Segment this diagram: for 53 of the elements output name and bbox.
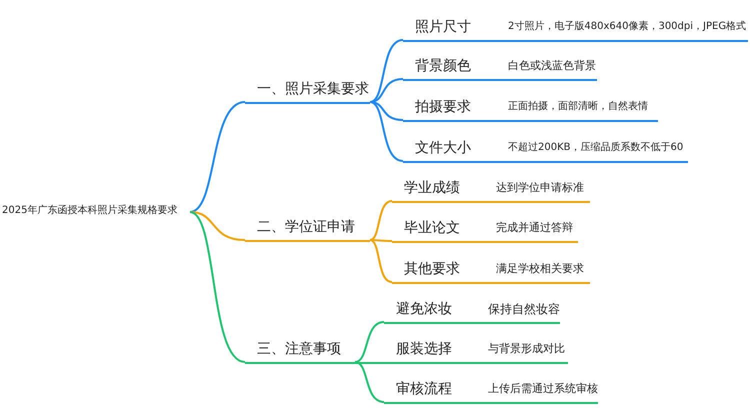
branch-line bbox=[482, 161, 500, 163]
subtopic bbox=[392, 217, 470, 243]
topic-text: 毕业论文 bbox=[404, 219, 460, 238]
topic-text: 审核流程 bbox=[396, 380, 452, 399]
topic-text: 其他要求 bbox=[404, 260, 460, 279]
topic-text: 二、学位证申请 bbox=[257, 218, 355, 237]
branch-line bbox=[190, 101, 246, 213]
topic-text: 三、注意事项 bbox=[257, 340, 341, 359]
branch-line bbox=[482, 79, 500, 81]
branch-line bbox=[370, 239, 392, 283]
branch-line bbox=[370, 239, 392, 242]
branch-line bbox=[462, 402, 480, 404]
topic-text: 保持自然妆容 bbox=[488, 301, 560, 318]
subtopic bbox=[403, 55, 482, 81]
topic-text: 一、照片采集要求 bbox=[257, 80, 369, 99]
branch-line bbox=[190, 211, 246, 241]
branch-line bbox=[462, 322, 480, 324]
topic-text: 完成并通过答辩 bbox=[496, 220, 573, 236]
branch-line bbox=[470, 201, 488, 203]
branch-line bbox=[370, 101, 404, 162]
branch-line bbox=[190, 211, 246, 363]
branch-line bbox=[482, 40, 500, 42]
branch-line bbox=[354, 361, 384, 403]
topic-text: 达到学位申请标准 bbox=[496, 180, 584, 196]
branch-line bbox=[470, 282, 488, 284]
topic-text: 白色或浅蓝色背景 bbox=[508, 58, 596, 74]
topic-text: 2025年广东函授本科照片采集规格要求 bbox=[2, 204, 178, 218]
topic-text: 文件大小 bbox=[415, 139, 471, 158]
topic-text: 照片尺寸 bbox=[415, 18, 471, 37]
subtopic bbox=[403, 137, 482, 163]
subtopic bbox=[384, 298, 462, 324]
topic-text: 学业成绩 bbox=[404, 179, 460, 198]
topic-text: 服装选择 bbox=[396, 340, 452, 359]
branch-topic bbox=[245, 338, 355, 364]
topic-text: 拍摄要求 bbox=[415, 98, 471, 117]
branch-line bbox=[370, 78, 404, 103]
topic-text: 2寸照片，电子版480x640像素，300dpi，JPEG格式 bbox=[508, 20, 746, 34]
branch-line bbox=[355, 362, 384, 364]
topic-text: 上传后需通过系统审核 bbox=[488, 381, 598, 397]
branch-line bbox=[370, 39, 404, 103]
topic-text: 与背景形成对比 bbox=[488, 341, 565, 357]
subtopic bbox=[384, 378, 462, 404]
topic-text: 正面拍摄，面部清晰，自然表情 bbox=[508, 100, 648, 114]
branch-line bbox=[462, 362, 480, 364]
topic-text: 背景颜色 bbox=[415, 57, 471, 76]
branch-line bbox=[482, 120, 500, 122]
topic-text: 满足学校相关要求 bbox=[496, 261, 584, 277]
topic-text: 不超过200KB，压缩品质系数不低于60 bbox=[508, 140, 684, 155]
branch-line bbox=[370, 200, 392, 241]
topic-text: 避免浓妆 bbox=[396, 300, 452, 319]
branch-line bbox=[370, 101, 404, 121]
branch-line bbox=[470, 241, 488, 243]
branch-line bbox=[354, 321, 384, 363]
